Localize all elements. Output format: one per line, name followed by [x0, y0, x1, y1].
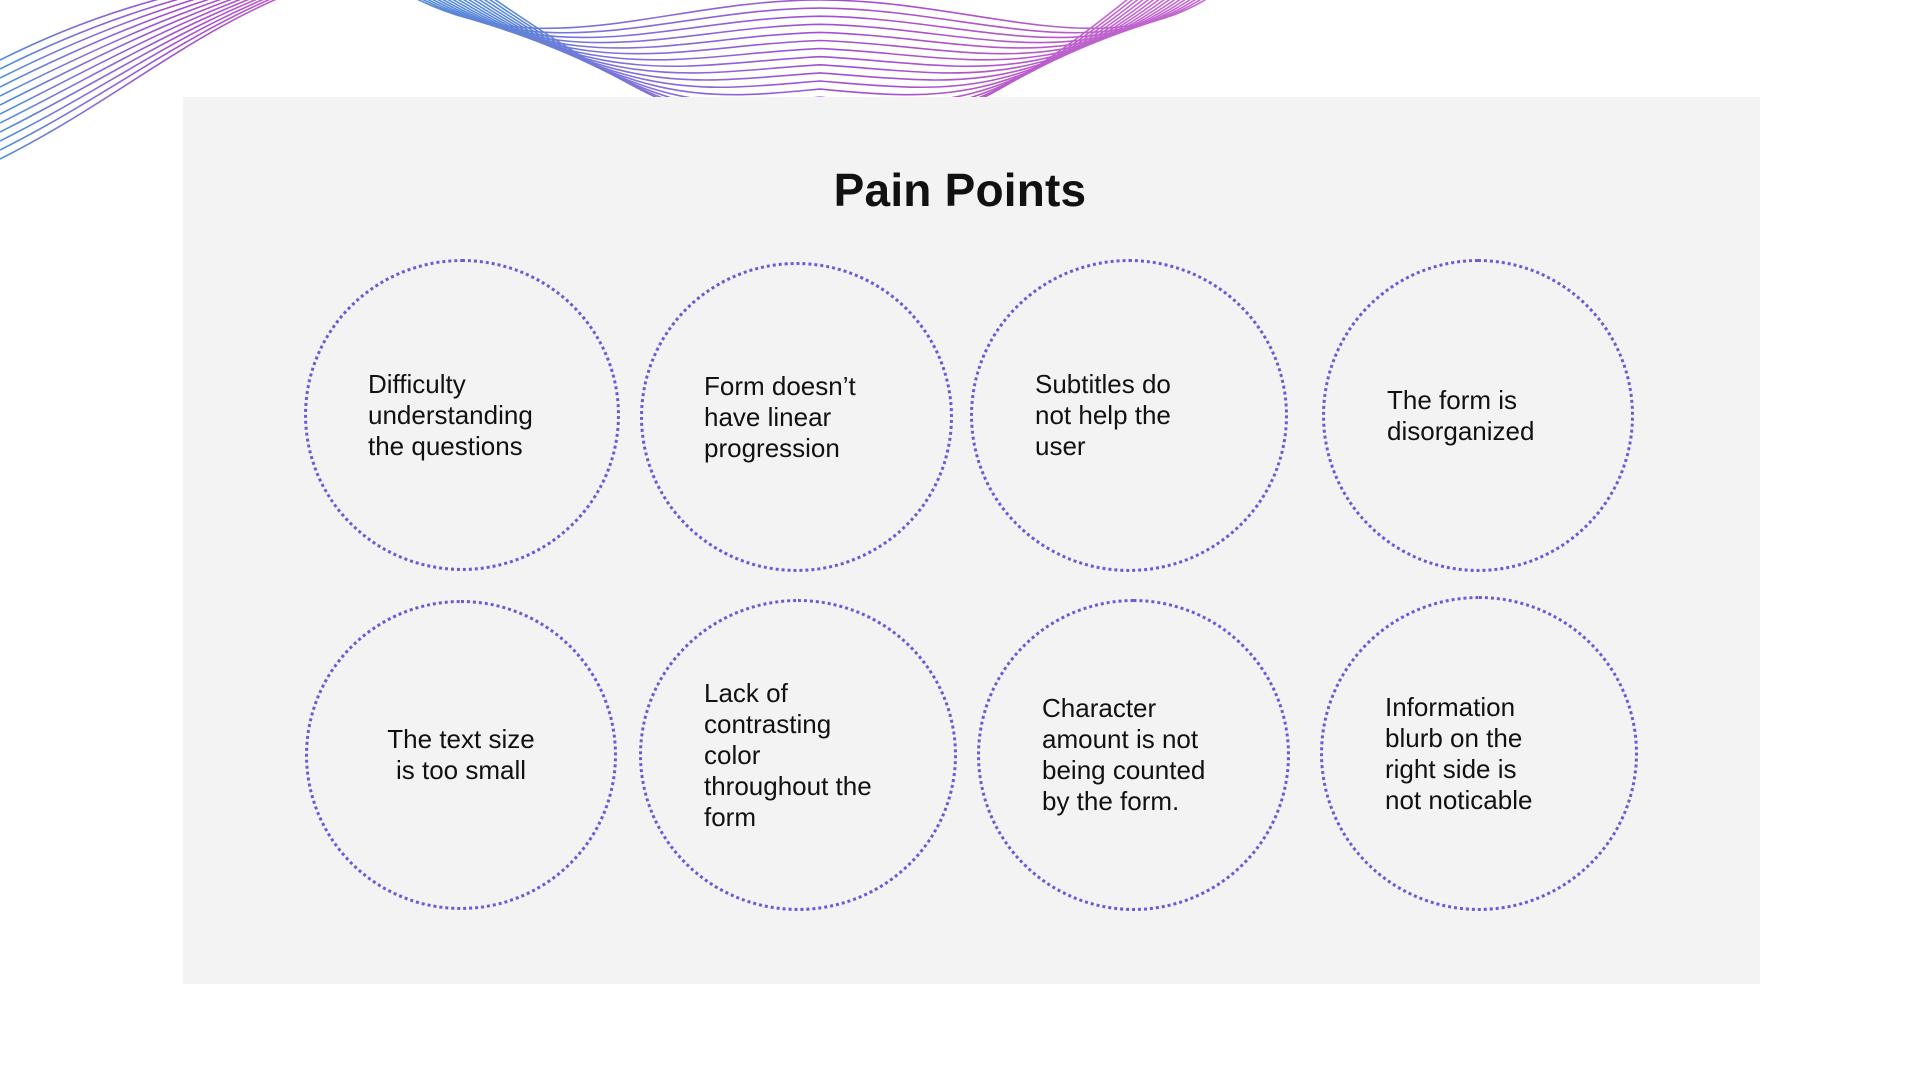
pain-point-text: Lack of contrasting color throughout the…: [704, 677, 872, 832]
pain-point-text: Form doesn’t have linear progression: [704, 370, 856, 463]
pain-point-text: Character amount is not being counted by…: [1042, 693, 1206, 816]
decorative-wave-line: [0, 0, 321, 142]
decorative-wave-line: [0, 0, 321, 160]
pain-point-circle: Subtitles do not help the user: [970, 259, 1288, 572]
decorative-wave-line: [0, 0, 321, 124]
pain-point-text: Subtitles do not help the user: [1035, 369, 1171, 461]
decorative-wave-line: [0, 0, 321, 106]
decorative-wave-line: [0, 0, 321, 88]
pain-point-circle: Form doesn’t have linear progression: [640, 262, 953, 572]
pain-point-circle: Difficulty understanding the questions: [304, 259, 620, 571]
pain-point-circle: The form is disorganized: [1322, 259, 1634, 572]
decorative-wave-line: [0, 0, 321, 97]
decorative-wave-line: [0, 0, 321, 133]
pain-point-text: Difficulty understanding the questions: [368, 368, 533, 461]
decorative-wave-lines: [0, 0, 1221, 160]
pain-point-circle: Information blurb on the right side is n…: [1320, 596, 1638, 911]
page-title: Pain Points: [833, 164, 1087, 216]
decorative-wave-line: [0, 0, 321, 61]
pain-point-text: Information blurb on the right side is n…: [1385, 691, 1533, 815]
decorative-wave-line: [0, 0, 321, 151]
decorative-wave-line: [0, 0, 321, 79]
pain-point-text: The text size is too small: [387, 724, 535, 785]
decorative-wave-line: [0, 0, 321, 115]
pain-point-circle: Character amount is not being counted by…: [977, 599, 1290, 911]
pain-point-circle: The text size is too small: [305, 600, 617, 910]
pain-point-text: The form is disorganized: [1387, 384, 1535, 446]
decorative-wave-line: [0, 0, 321, 70]
pain-point-circle: Lack of contrasting color throughout the…: [639, 599, 957, 911]
